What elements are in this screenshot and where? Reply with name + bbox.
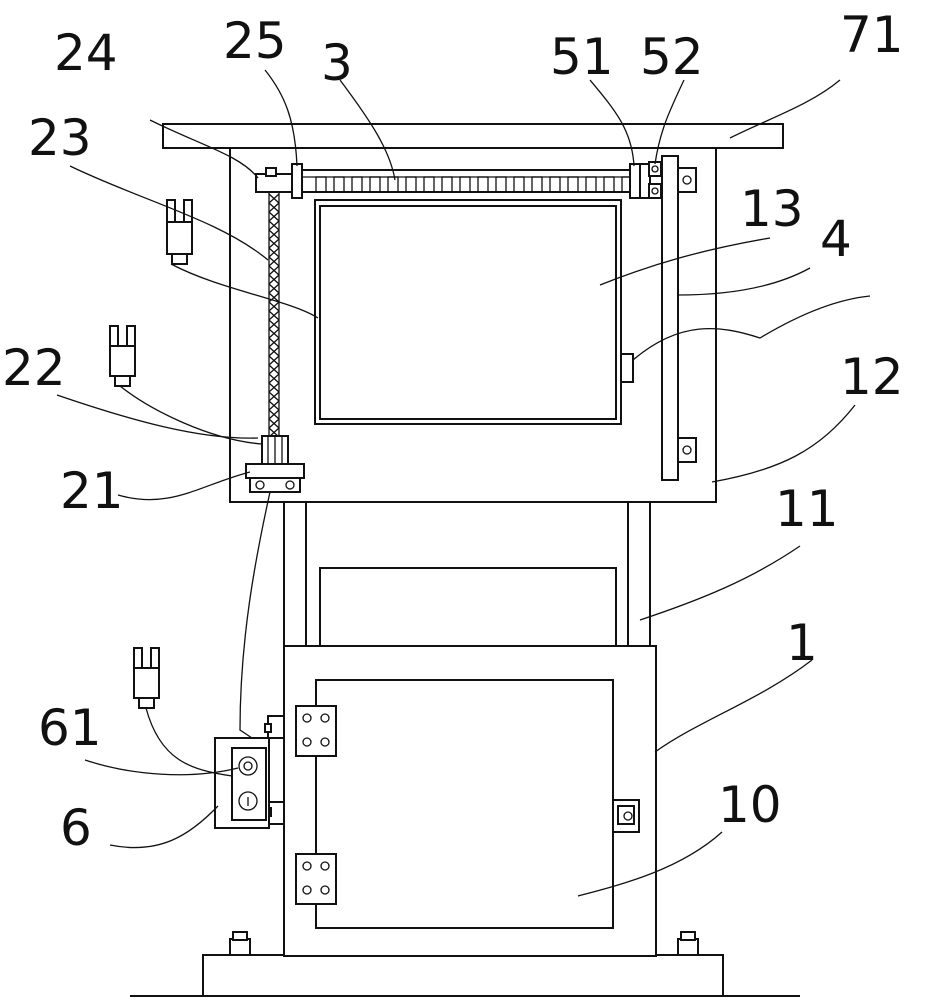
motor-mount [245,463,305,479]
control-panel [231,747,267,821]
base-plate [202,954,724,997]
label-61: 61 [38,699,102,757]
door-hinge-top [295,705,337,757]
brush-tooth [513,176,525,193]
label-22: 22 [2,339,66,397]
label-11: 11 [775,480,839,538]
screw-thread [268,274,280,285]
label-12: 12 [840,348,904,406]
door-hinge-bottom [295,853,337,905]
screw-thread [268,229,280,240]
screw-thread [268,310,280,321]
middle-panel [319,567,617,651]
side-rail [661,155,679,481]
label-21: 21 [60,462,124,520]
label-6: 6 [60,799,92,857]
screw-thread [268,256,280,267]
label-10: 10 [718,776,782,834]
screw-thread [268,418,280,429]
label-52: 52 [640,28,704,86]
cable-middle [119,385,263,445]
label-23: 23 [28,109,92,167]
screen-latch [620,353,634,383]
label-25: 25 [223,12,287,70]
drive-bracket-cap [265,167,277,177]
cable-top [170,263,319,319]
screw-thread [268,211,280,222]
plug-icon-middle [109,325,136,387]
screw-thread [268,391,280,402]
screw-thread [268,283,280,294]
brush-tooth [405,176,417,193]
brush-tooth [495,176,507,193]
brush-tooth [549,176,561,193]
screw-thread [268,220,280,231]
label-1: 1 [786,614,818,672]
rail-bracket-bottom [677,437,697,463]
motor [261,435,289,465]
rail-end-right [629,163,641,199]
brush-tooth [585,176,597,193]
leader-lines [56,69,871,897]
top-canopy [162,123,784,149]
knob-icon-upper [238,756,258,776]
screw-thread [268,409,280,420]
screw-thread [268,301,280,312]
base-bolt-left [229,931,251,956]
screw-thread [268,364,280,375]
label-51: 51 [550,28,614,86]
brush-tooth [477,176,489,193]
label-24: 24 [54,24,118,82]
brush-tooth [567,176,579,193]
screw-thread [268,328,280,339]
brush-tooth [369,176,381,193]
screw-thread [268,265,280,276]
brush-tooth [441,176,453,193]
lead-screw [268,192,280,438]
brush-tooth [333,176,345,193]
label-13: 13 [740,180,804,238]
motor-base [249,477,301,493]
cable-motor-control [239,491,271,739]
brush-tooth [351,176,363,193]
brush-tooth [531,176,543,193]
label-3: 3 [321,34,353,92]
screw-thread [268,292,280,303]
screw-thread [268,400,280,411]
label-4: 4 [820,210,852,268]
column-left [283,499,307,651]
brush-tooth [459,176,471,193]
screw-thread [268,337,280,348]
rail-bracket-top [677,167,697,193]
door-lock [612,799,640,833]
display-screen [319,205,617,420]
screw-thread [268,319,280,330]
screw-thread [268,238,280,249]
brush-tooth [315,176,327,193]
screw-thread [268,202,280,213]
screw-thread [268,355,280,366]
screw-thread [268,346,280,357]
brush-tooth [423,176,435,193]
knob-icon-lower [238,791,258,811]
brush-rail [299,169,633,193]
screw-thread [268,193,280,204]
brush-tooth [603,176,615,193]
cabinet-door [315,679,614,929]
column-right [627,499,651,651]
base-bolt-right [677,931,699,956]
screw-thread [268,247,280,258]
screw-thread [268,382,280,393]
label-71: 71 [840,6,904,64]
rail-end-left [291,163,303,199]
screw-thread [268,373,280,384]
plug-icon-bottom [133,647,160,709]
brush-tooth [387,176,399,193]
plug-icon-top [166,199,193,265]
cable-bottom [145,707,233,777]
